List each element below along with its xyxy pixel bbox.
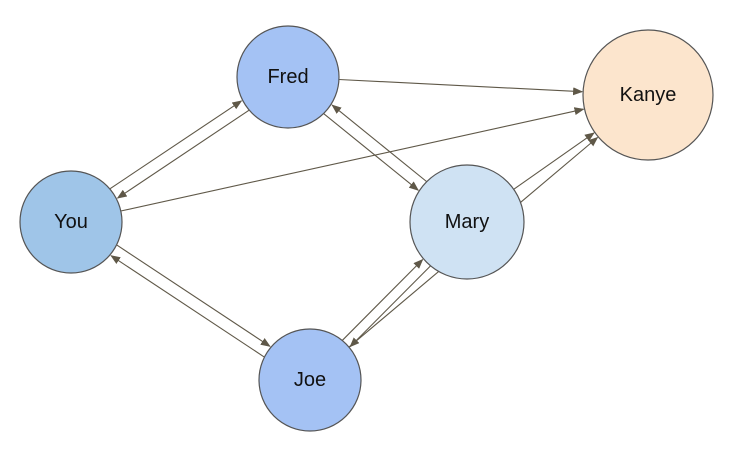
node-fred-circle: [236, 25, 340, 129]
edge-joe-to-mary: [342, 258, 424, 341]
node-fred[interactable]: Fred: [236, 25, 340, 129]
edge-fred-to-mary: [323, 113, 419, 191]
node-joe-label: Joe: [294, 369, 326, 391]
edge-mary-to-joe: [349, 265, 431, 348]
edge-you-to-kanye: [120, 107, 585, 212]
node-mary-label: Mary: [445, 211, 489, 233]
edge-fred-to-kanye: [338, 78, 584, 96]
node-mary-circle: [409, 164, 525, 280]
node-joe-circle: [258, 328, 362, 432]
node-fred-label: Fred: [267, 66, 308, 88]
node-kanye-label: Kanye: [620, 84, 677, 106]
edges-layer: [109, 78, 599, 358]
node-kanye[interactable]: Kanye: [582, 29, 714, 161]
edge-you-to-joe: [116, 244, 271, 347]
node-you-circle: [19, 170, 123, 274]
node-you[interactable]: You: [19, 170, 123, 274]
node-joe[interactable]: Joe: [258, 328, 362, 432]
edge-you-to-fred: [109, 100, 243, 190]
edge-mary-to-kanye: [513, 132, 595, 190]
node-mary[interactable]: Mary: [409, 164, 525, 280]
nodes-layer: You Fred Joe Mary Kanye: [19, 25, 714, 432]
node-kanye-circle: [582, 29, 714, 161]
edge-joe-to-you: [110, 255, 265, 358]
node-you-label: You: [54, 211, 88, 233]
edge-fred-to-you: [116, 109, 250, 199]
edge-mary-to-fred: [331, 104, 427, 182]
